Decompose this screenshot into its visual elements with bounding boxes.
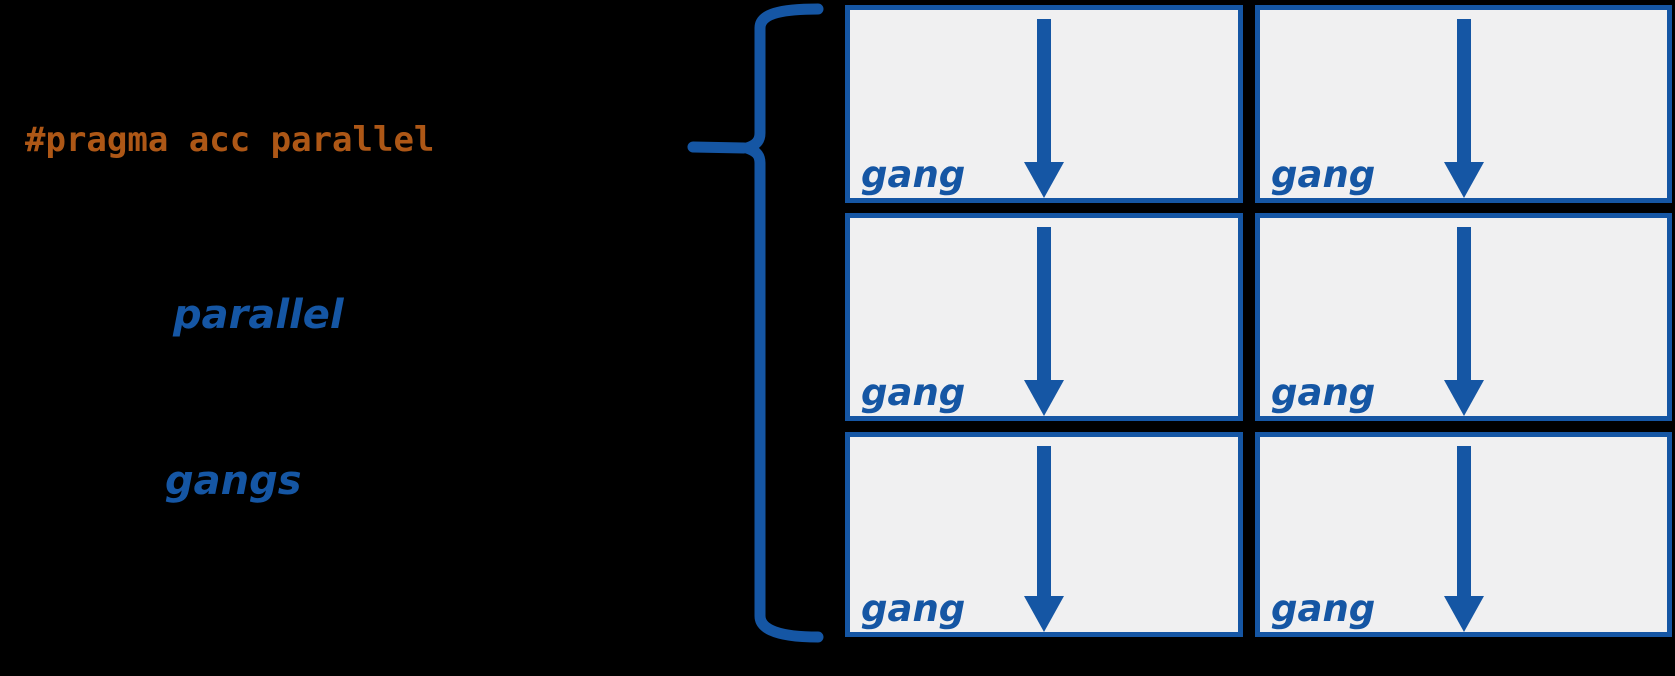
gang-box-r2c1: gang <box>845 213 1243 421</box>
arrow-shaft <box>1037 19 1051 168</box>
gang-label: gang <box>861 371 966 414</box>
arrow-head <box>1024 162 1064 198</box>
brace-path <box>741 3 824 643</box>
gangs-label: gangs <box>165 458 302 504</box>
gang-label: gang <box>861 587 966 630</box>
gang-label: gang <box>1271 587 1376 630</box>
down-arrow-icon <box>1024 446 1064 632</box>
gang-label: gang <box>1271 371 1376 414</box>
down-arrow-icon <box>1024 227 1064 416</box>
arrow-shaft <box>1456 446 1471 602</box>
arrow-head <box>1443 596 1484 632</box>
arrow-shaft <box>1456 227 1471 386</box>
arrow-head <box>1443 380 1484 416</box>
down-arrow-icon <box>1443 227 1484 416</box>
arrow-shaft <box>1037 446 1051 602</box>
brace-cusp-tail <box>687 141 750 154</box>
gang-box-r1c1: gang <box>845 5 1243 203</box>
down-arrow-icon <box>1443 19 1484 198</box>
pragma-code-text: #pragma acc parallel <box>25 120 435 160</box>
arrow-shaft <box>1037 227 1051 386</box>
arrow-shaft <box>1456 19 1471 168</box>
gang-label: gang <box>1271 153 1376 196</box>
gang-box-r2c2: gang <box>1255 213 1672 421</box>
arrow-head <box>1024 380 1064 416</box>
down-arrow-icon <box>1443 446 1484 632</box>
gang-box-r1c2: gang <box>1255 5 1672 203</box>
gang-box-r3c1: gang <box>845 432 1243 637</box>
gang-box-r3c2: gang <box>1255 432 1672 637</box>
arrow-head <box>1024 596 1064 632</box>
left-curly-brace-icon <box>687 3 824 643</box>
arrow-head <box>1443 162 1484 198</box>
gang-label: gang <box>861 153 966 196</box>
down-arrow-icon <box>1024 19 1064 198</box>
parallel-label: parallel <box>173 292 344 338</box>
